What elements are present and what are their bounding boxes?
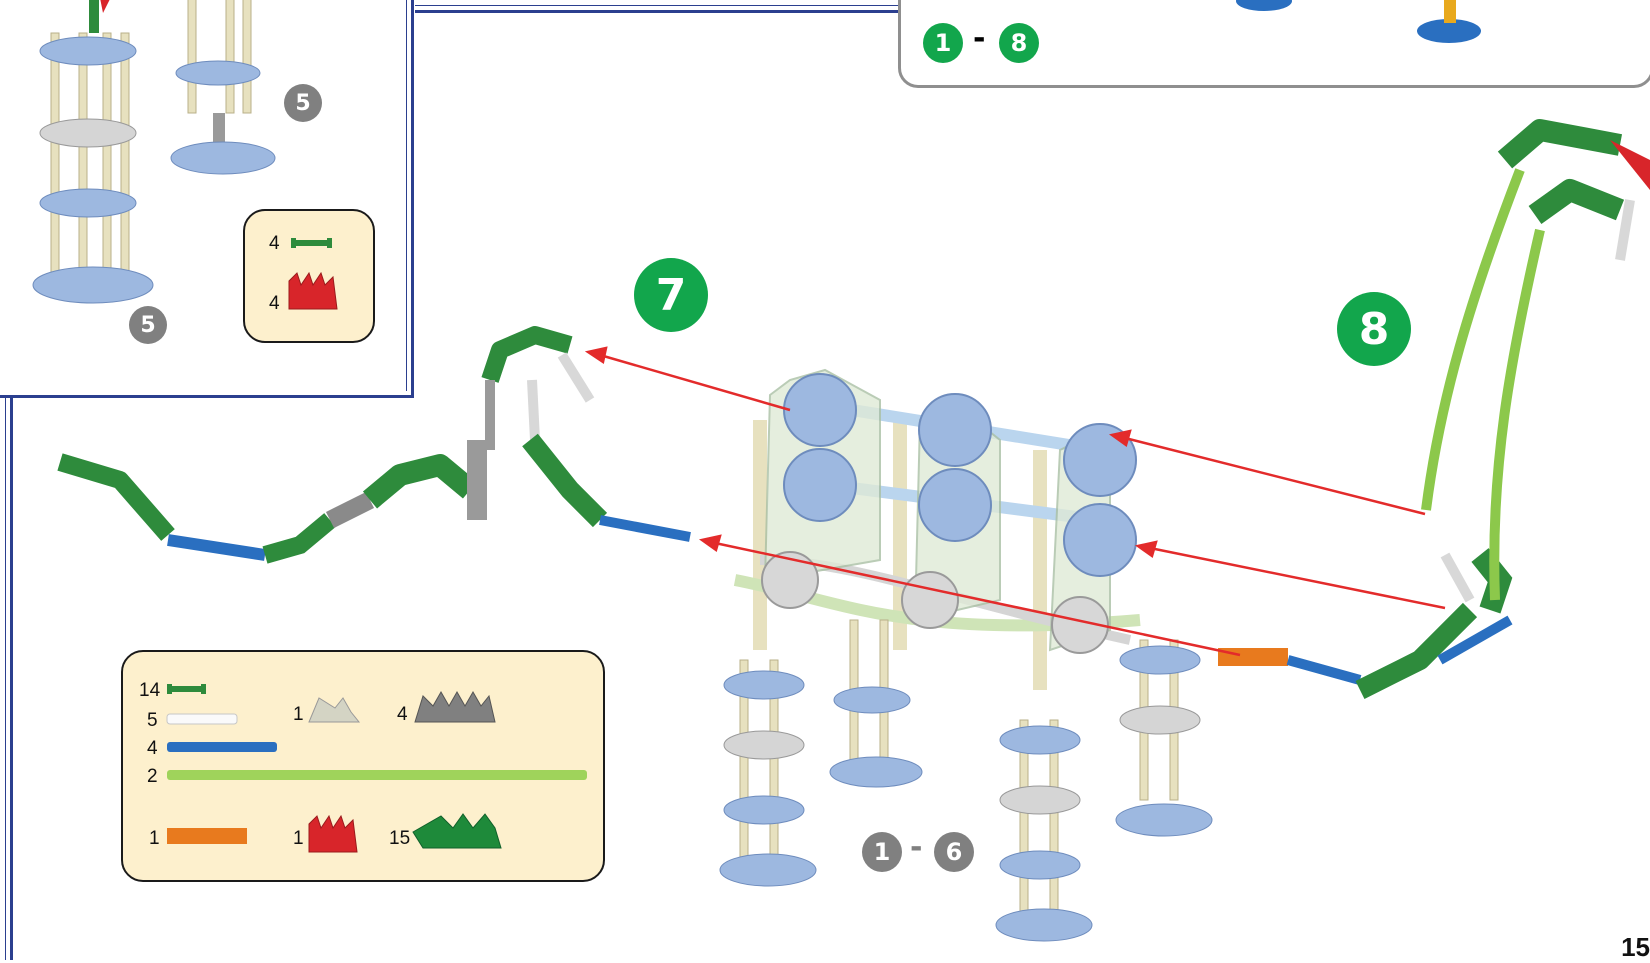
legs-assembly [719, 619, 1213, 942]
inset-part-qty: 4 [269, 233, 280, 254]
leg-assembly-illustration [32, 0, 276, 304]
assembly-arrows [584, 346, 1446, 657]
part-qty: 1 [293, 828, 304, 849]
body-assembly [733, 368, 1141, 690]
inset-parts-panel: 4 4 [243, 209, 375, 343]
range-bottom-separator: - [910, 830, 923, 865]
left-tail-assembly [57, 326, 691, 564]
previous-steps-box: 1 - 8 [898, 0, 1650, 88]
part-qty: 15 [389, 828, 411, 849]
step-8-badge: 8 [1337, 292, 1411, 366]
page-number: 15 [1621, 932, 1650, 962]
part-qty: 14 [139, 680, 161, 701]
green-connector-rod-icon [291, 238, 332, 248]
range-end-badge: 8 [999, 23, 1039, 63]
parts-list-panel: 14 5 1 4 4 2 1 1 15 [121, 650, 605, 882]
red-connector-icon [308, 814, 358, 853]
blue-rod-icon [167, 742, 277, 752]
range-bottom-start-badge: 1 [862, 832, 902, 872]
step-7-badge: 7 [634, 258, 708, 332]
range-start-badge: 1 [923, 23, 963, 63]
range-bottom-end-badge: 6 [934, 832, 974, 872]
inset-previous-step: 5 5 4 4 [0, 0, 414, 398]
red-connector-icon [288, 271, 338, 310]
light-grey-connector-icon [308, 697, 361, 723]
part-qty: 4 [147, 738, 158, 759]
light-green-flexi-rod-icon [167, 770, 587, 780]
inset-step-badge-b: 5 [129, 306, 167, 344]
range-separator: - [973, 21, 986, 56]
part-qty: 2 [147, 766, 158, 787]
inset-step-badge-a: 5 [284, 84, 322, 122]
part-qty: 5 [147, 710, 158, 731]
orange-rod-icon [167, 828, 247, 844]
page-frame-left [0, 390, 13, 960]
right-neck-assembly [1218, 119, 1650, 699]
dark-grey-connector-icon [414, 690, 496, 723]
part-qty: 1 [149, 828, 160, 849]
part-qty: 1 [293, 704, 304, 725]
green-connector-rod-icon [167, 684, 206, 694]
white-rod-icon [166, 713, 238, 725]
partial-model-illustration [1236, 0, 1481, 43]
inset-part-qty: 4 [269, 293, 280, 314]
page-frame-top [415, 0, 900, 13]
part-qty: 4 [397, 704, 408, 725]
green-connector-icon [412, 813, 502, 849]
